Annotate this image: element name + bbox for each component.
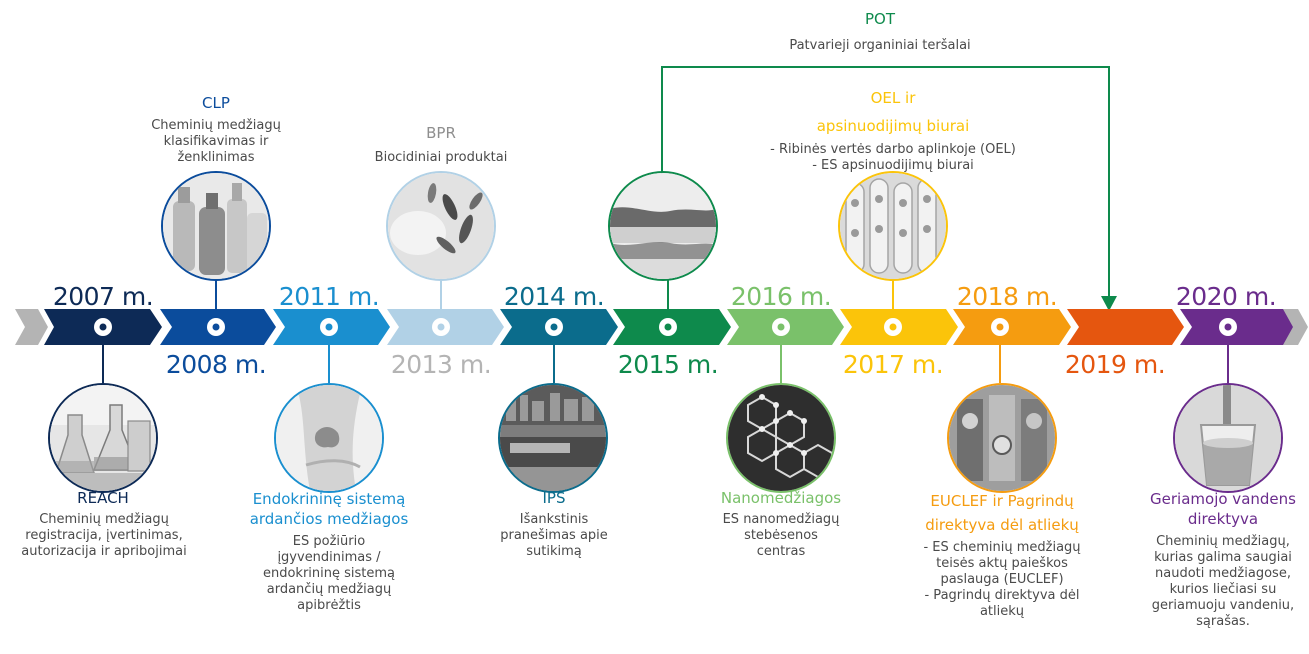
water-desc-line-4: kurios liečiasi su <box>1169 582 1277 597</box>
euclef-desc-line-2: teisės aktų paieškos <box>936 556 1068 571</box>
year-2011: 2011 m. <box>278 282 380 311</box>
reach-desc-line-2: registracija, įvertinimas, <box>25 528 183 543</box>
year-2008: 2008 m. <box>165 350 267 379</box>
node-center-2016 <box>777 323 785 331</box>
year-2020: 2020 m. <box>1175 282 1277 311</box>
pot-title: POT <box>864 10 895 28</box>
bpr-desc-line-1: Biocidiniai produktai <box>374 150 508 165</box>
water-desc-line-6: sąrašas. <box>1196 614 1250 629</box>
node-center-2013 <box>437 323 445 331</box>
nano-desc-line-1: ES nanomedžiagų <box>722 512 840 527</box>
year-2014: 2014 m. <box>503 282 605 311</box>
water-desc-line-2: kurias galima saugiai <box>1154 550 1292 565</box>
clp-photo <box>161 171 271 281</box>
node-center-2014 <box>550 323 558 331</box>
oel-title-line-1: OEL ir <box>870 89 916 107</box>
euclef-desc-line-3: paslauga (EUCLEF) <box>940 572 1064 587</box>
euclef-desc-line-1: - ES cheminių medžiagų <box>923 540 1081 555</box>
reach-title: REACH <box>77 489 129 507</box>
clp-title: CLP <box>202 94 230 112</box>
water-title-line-2: direktyva <box>1187 510 1259 528</box>
ips-photo <box>498 383 608 493</box>
year-2017: 2017 m. <box>842 350 944 379</box>
oel-title: OEL ir apsinuodijimų biurai <box>813 84 973 140</box>
nano-title: Nanomedžiagos <box>720 489 842 507</box>
reach-photo <box>48 383 158 493</box>
clp-description: Cheminių medžiagų klasifikavimas ir ženk… <box>126 118 306 166</box>
endokrinine-desc-line-4: ardančių medžiagų <box>266 582 392 597</box>
timeline-end-chevron <box>1283 309 1308 345</box>
node-center-2015 <box>664 323 672 331</box>
ips-description: Išankstinis pranešimas apie sutikimą <box>474 512 634 560</box>
water-photo <box>1173 383 1283 493</box>
water-description: Cheminių medžiagų, kurias galima saugiai… <box>1138 534 1308 630</box>
bpr-photo <box>386 171 496 281</box>
pot-desc-line-1: Patvarieji organiniai teršalai <box>789 38 971 53</box>
year-2018: 2018 m. <box>956 282 1058 311</box>
euclef-title-line-1: EUCLEF ir Pagrindų <box>930 492 1074 510</box>
water-desc-line-3: naudoti medžiagose, <box>1155 566 1291 581</box>
year-2019: 2019 m. <box>1064 350 1166 379</box>
water-desc-line-5: geriamuoju vandeniu, <box>1151 598 1295 613</box>
euclef-title-line-2: direktyva dėl atliekų <box>925 516 1079 534</box>
oel-desc-line-1: - Ribinės vertės darbo aplinkoje (OEL) <box>770 142 1016 157</box>
euclef-photo <box>947 383 1057 493</box>
node-center-2020 <box>1224 323 1232 331</box>
euclef-title: EUCLEF ir Pagrindų direktyva dėl atliekų <box>907 489 1097 537</box>
water-title-line-1: Geriamojo vandens <box>1150 490 1296 508</box>
endokrinine-desc-line-1: ES požiūrio <box>292 534 366 549</box>
ips-desc-line-2: pranešimas apie <box>500 528 608 543</box>
node-center-2018 <box>996 323 1004 331</box>
endokrinine-desc-line-2: įgyvendinimas / <box>277 550 381 565</box>
endokrinine-title-line-2: ardančios medžiagos <box>249 510 409 528</box>
endokrinine-title-line-1: Endokrininę sistemą <box>252 490 406 508</box>
ips-desc-line-1: Išankstinis <box>519 512 589 527</box>
nano-desc-line-3: centras <box>756 544 806 559</box>
endokrinine-desc-line-5: apibrėžtis <box>297 598 361 613</box>
oel-description: - Ribinės vertės darbo aplinkoje (OEL) -… <box>748 142 1038 174</box>
clp-desc-line-3: ženklinimas <box>177 150 255 165</box>
pot-connector-line <box>661 66 1110 298</box>
year-2007: 2007 m. <box>52 282 154 311</box>
bpr-description: Biocidiniai produktai <box>346 150 536 166</box>
nano-description: ES nanomedžiagų stebėsenos centras <box>701 512 861 560</box>
year-2016: 2016 m. <box>730 282 832 311</box>
nano-photo <box>726 383 836 493</box>
nano-desc-line-2: stebėsenos <box>744 528 818 543</box>
reach-description: Cheminių medžiagų registracija, įvertini… <box>4 512 204 560</box>
endokrinine-desc-line-3: endokrininę sistemą <box>262 566 396 581</box>
ips-desc-line-3: sutikimą <box>526 544 582 559</box>
node-center-2017 <box>889 323 897 331</box>
bpr-title: BPR <box>426 124 456 142</box>
ips-title: IPS <box>542 489 566 507</box>
reach-desc-line-3: autorizacija ir apribojimai <box>21 544 187 559</box>
oel-title-line-2: apsinuodijimų biurai <box>816 117 970 135</box>
clp-desc-line-2: klasifikavimas ir <box>163 134 269 149</box>
node-center-2008 <box>212 323 220 331</box>
segment-2018 <box>953 309 1071 345</box>
segment-2020 <box>1180 309 1297 345</box>
year-2015: 2015 m. <box>617 350 719 379</box>
oel-desc-line-2: - ES apsinuodijimų biurai <box>812 158 974 173</box>
year-2013: 2013 m. <box>390 350 492 379</box>
pot-photo <box>608 171 718 281</box>
euclef-desc-line-4: - Pagrindų direktyva dėl <box>924 588 1080 603</box>
reach-desc-line-1: Cheminių medžiagų <box>39 512 169 527</box>
clp-desc-line-1: Cheminių medžiagų <box>151 118 281 133</box>
endokrinine-photo <box>274 383 384 493</box>
pot-description: Patvarieji organiniai teršalai <box>740 38 1020 54</box>
node-center-2007 <box>99 323 107 331</box>
euclef-desc-line-5: atliekų <box>979 604 1025 619</box>
oel-photo <box>838 171 948 281</box>
segment-2019 <box>1067 309 1184 345</box>
timeline-start-chevron <box>15 309 48 345</box>
endokrinine-title: Endokrininę sistemą ardančios medžiagos <box>229 489 429 529</box>
endokrinine-description: ES požiūrio įgyvendinimas / endokrininę … <box>244 534 414 614</box>
water-title: Geriamojo vandens direktyva <box>1133 489 1309 529</box>
node-center-2011 <box>325 323 333 331</box>
pot-arrowhead <box>1101 296 1117 311</box>
euclef-description: - ES cheminių medžiagų teisės aktų paieš… <box>912 540 1092 620</box>
water-desc-line-1: Cheminių medžiagų, <box>1156 534 1290 549</box>
